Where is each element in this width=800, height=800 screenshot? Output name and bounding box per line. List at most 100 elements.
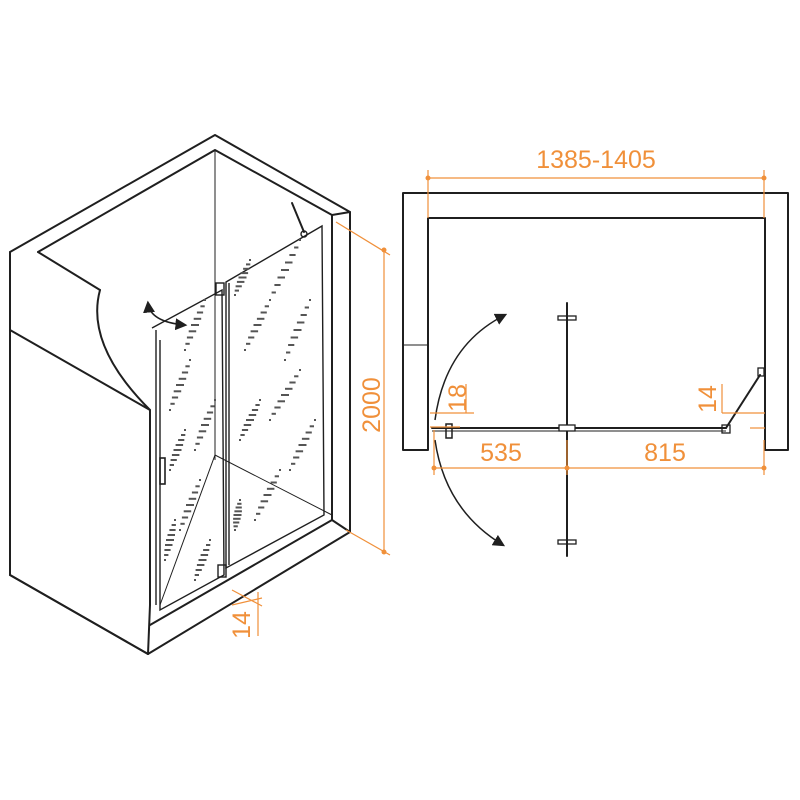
glass-pattern-dash: [240, 434, 245, 436]
glass-pattern-dash: [260, 311, 267, 314]
glass-pattern-dash: [183, 510, 192, 513]
glass-pattern-dash: [288, 344, 295, 346]
fixed-glass-panel: [225, 224, 325, 570]
glass-pattern-dash: [291, 462, 296, 465]
glass-pattern-dash: [289, 469, 291, 471]
glass-pattern-dash: [198, 430, 207, 433]
glass-pattern-dash: [298, 444, 307, 446]
glass-pattern-dash: [191, 491, 199, 494]
glass-pattern-dash: [240, 272, 249, 275]
glass-pattern-dash: [233, 525, 238, 528]
glass-pattern-dash: [173, 449, 182, 451]
isometric-view: 2000 14: [9, 134, 391, 655]
glass-pattern: [164, 239, 316, 581]
glass-pattern-dash: [243, 424, 252, 426]
glass-pattern-dash: [193, 317, 202, 320]
swing-arrow: [143, 300, 188, 331]
glass-pattern-dash: [214, 399, 216, 401]
plan-glass: [431, 302, 765, 557]
height-label: 2000: [358, 377, 386, 433]
door-glass-panel: [151, 288, 225, 612]
glass-pattern-dash: [196, 311, 204, 314]
glass-pattern-dash: [238, 276, 247, 279]
profile-right-dimension: 14: [694, 384, 765, 429]
niche-top-inner: [37, 149, 333, 253]
glass-pattern-dash: [210, 405, 215, 408]
glass-pattern-dash: [200, 554, 209, 556]
glass-pattern-dash: [188, 497, 197, 500]
glass-pattern-dash: [196, 564, 205, 566]
plan-support-bar: [725, 374, 761, 429]
plan-view: 1385-1405 535 815: [402, 146, 789, 557]
niche-outer-outline: [9, 134, 351, 655]
glass-pattern-dash: [264, 305, 269, 308]
glass-pattern-dash: [191, 324, 199, 326]
glass-pattern-dash: [274, 284, 281, 286]
glass-pattern-dash: [204, 299, 206, 301]
swing-arc-up: [434, 313, 508, 421]
glass-pattern-dash: [304, 306, 309, 309]
glass-pattern-dash: [189, 359, 191, 361]
glass-pattern-dash: [181, 516, 189, 519]
glass-pattern-dash: [274, 406, 281, 409]
glass-pattern-dash: [171, 524, 176, 526]
glass-pattern-dash: [301, 437, 310, 440]
glass-pattern-dash: [285, 387, 293, 390]
glass-pattern-dash: [293, 329, 302, 331]
glass-pattern-dash: [309, 299, 311, 301]
glass-pattern-dash: [209, 539, 211, 541]
glass-pattern-dash: [166, 539, 174, 541]
glass-pattern-dash: [235, 506, 242, 509]
glass-pattern-dash: [314, 419, 316, 421]
glass-pattern-dash: [233, 521, 240, 524]
glass-pattern-dash: [256, 512, 261, 515]
glass-pattern-dash: [201, 424, 209, 426]
glass-pattern-dash: [300, 314, 307, 316]
glass-pattern-dash: [286, 351, 291, 354]
glass-pattern-dash: [195, 442, 200, 445]
glass-pattern-dash: [254, 519, 256, 521]
glass-pattern-dash: [243, 267, 250, 270]
glass-pattern-dash: [271, 412, 276, 415]
plan-handle: [445, 423, 453, 439]
glass-pattern-dash: [263, 494, 272, 496]
glass-pattern-dash: [295, 450, 304, 453]
glass-pattern-dash: [203, 417, 212, 420]
glass-pattern-dash: [266, 487, 275, 490]
glass-pattern-dash: [188, 330, 197, 333]
glass-pattern-dash: [178, 439, 185, 441]
glass-pattern-dash: [277, 400, 285, 403]
glass-pattern-dash: [198, 559, 207, 561]
glass-pattern-dash: [289, 254, 296, 256]
glass-pattern-dash: [233, 517, 241, 520]
glass-pattern-dash: [195, 569, 202, 571]
glass-pattern-dash: [277, 276, 285, 279]
glass-pattern-dash: [284, 359, 286, 361]
glass-pattern-dash: [299, 239, 301, 241]
glass-pattern-dash: [199, 479, 201, 481]
glass-pattern-dash: [165, 544, 173, 546]
glass-pattern-dash: [184, 349, 186, 351]
glass-pattern-dash: [250, 330, 259, 333]
glass-pattern-dash: [251, 409, 259, 411]
glass-pattern-dash: [181, 434, 186, 436]
glass-pattern-dash: [175, 444, 184, 446]
glass-pattern-dash: [236, 280, 245, 283]
glass-pattern-dash: [296, 321, 305, 324]
glass-pattern-dash: [271, 291, 276, 294]
glass-pattern-dash: [289, 381, 296, 384]
profile-left-label: 18: [444, 384, 472, 412]
glass-pattern-dash: [180, 522, 185, 525]
glass-pattern-dash: [239, 439, 241, 441]
glass-pattern-dash: [237, 502, 242, 505]
glass-pattern-dash: [164, 554, 169, 556]
glass-pattern-dash: [234, 529, 236, 531]
glass-pattern-dash: [234, 510, 242, 513]
glass-pattern-dash: [179, 529, 181, 531]
glass-pattern-dash: [259, 399, 261, 401]
glass-pattern-dash: [253, 324, 262, 326]
profile-right-label: 14: [694, 385, 722, 413]
glass-pattern-dash: [196, 436, 204, 439]
glass-pattern-dash: [169, 464, 174, 466]
